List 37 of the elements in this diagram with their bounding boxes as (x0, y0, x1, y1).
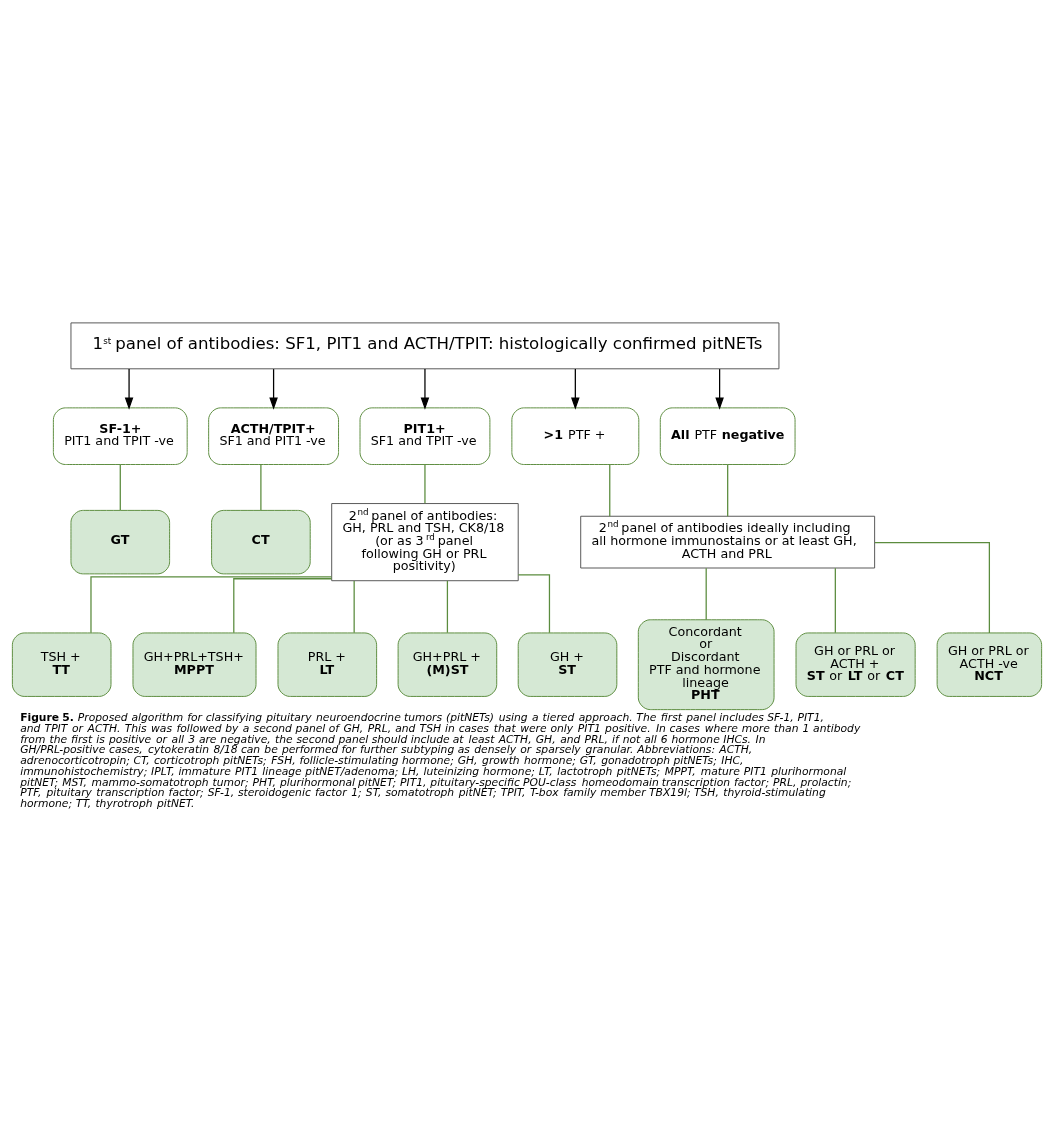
node-box: GH or PRL or ACTH + ST or LT or CT (795, 631, 916, 697)
connector (353, 579, 355, 633)
node-box: Concordant or Discordant PTF and hormone lineage PHT (637, 618, 775, 710)
connector (609, 463, 611, 517)
node-box: GH or PRL or ACTH -ve NCT (936, 631, 1043, 697)
connector (233, 577, 333, 633)
node-box: 2$^{nd}$ panel of antibodies: GH, PRL and TSH, CK8/18 (or as 3$^{rd}$ panel following GH or PRL positivity) (331, 502, 519, 581)
connector (517, 573, 551, 633)
node-box: GH+PRL + (M)ST (397, 631, 498, 697)
connector (727, 463, 729, 517)
node-box: TSH + TT (11, 631, 112, 697)
node-box: All PTF negative (659, 406, 796, 465)
connector (705, 567, 707, 620)
node-box: GH + ST (517, 631, 618, 697)
connector (424, 463, 426, 504)
connector (260, 463, 262, 511)
connector (90, 575, 333, 633)
connector (119, 463, 121, 511)
node-box: 1$^{st}$ panel of antibodies: SF1, PIT1 and ACTH/TPIT: histologically confirmed pitNETs (70, 321, 780, 369)
arrow (715, 367, 724, 410)
node-box: 2$^{nd}$ panel of antibodies ideally including all hormone immunostains or at least GH, ACTH and PRL (580, 515, 876, 568)
node-box: >1 PTF + (511, 406, 640, 465)
node-box: CT (211, 509, 311, 574)
node-box: PRL + LT (277, 631, 378, 697)
connector (874, 541, 990, 634)
arrow (571, 367, 580, 410)
connector (834, 567, 836, 633)
node-box: ACTH/TPIT+ SF1 and PIT1 -ve (208, 406, 339, 465)
node-box: GT (70, 509, 171, 574)
node-box: SF-1+ PIT1 and TPIT -ve (52, 406, 188, 465)
arrow (420, 367, 430, 410)
connector (446, 579, 449, 633)
node-box: PIT1+ SF1 and TPIT -ve (359, 406, 491, 465)
arrow (269, 367, 278, 410)
arrow (124, 367, 134, 410)
caption: Figure 5. Proposed algorithm for classifying pituitary neuroendocrine tumors (pitNETs) using a tiered approach. The first panel includes SF-1, PIT1, and TPIT or ACTH. This was followed by a second panel of GH, PRL, and TSH in cases that were only PIT1 positive. In cases where more than 1 antibody from the first is positive or all 3 are negative, the second panel should include at least ACTH, GH, and PRL, if not all 6 hormone IHCs. In GH/PRL-positive cases, cytokeratin 8/18 can be performed for further subtyping as densely or sparsely granular. Abbreviations: ACTH, adrenocorticotropin; CT, corticotroph pitNETs; FSH, follicle-stimulating hormone; GH, growth hormone; GT, gonadotroph pitNETs; IHC, immunohistochemistry; IPLT, immature PIT1 lineage pitNET/adenoma; LH, luteinizing hormone; LT, lactotroph pitNETs; MPPT, mature PIT1 plurihormonal pitNET; MST, mammo-somatotroph tumor; PHT, plurihormonal pitNET; PIT1, pituitary-specific POU-class homeodomain transcription factor; PRL, prolactin; PTF, pituitary transcription factor; SF-1, steroidogenic factor 1; ST, somatotroph pitNET; TPIT, T-box family member TBX19l; TSH, thyroid-stimulating hormone; TT, thyrotroph pitNET. (20, 710, 861, 810)
node-box: GH+PRL+TSH+ MPPT (132, 631, 257, 697)
